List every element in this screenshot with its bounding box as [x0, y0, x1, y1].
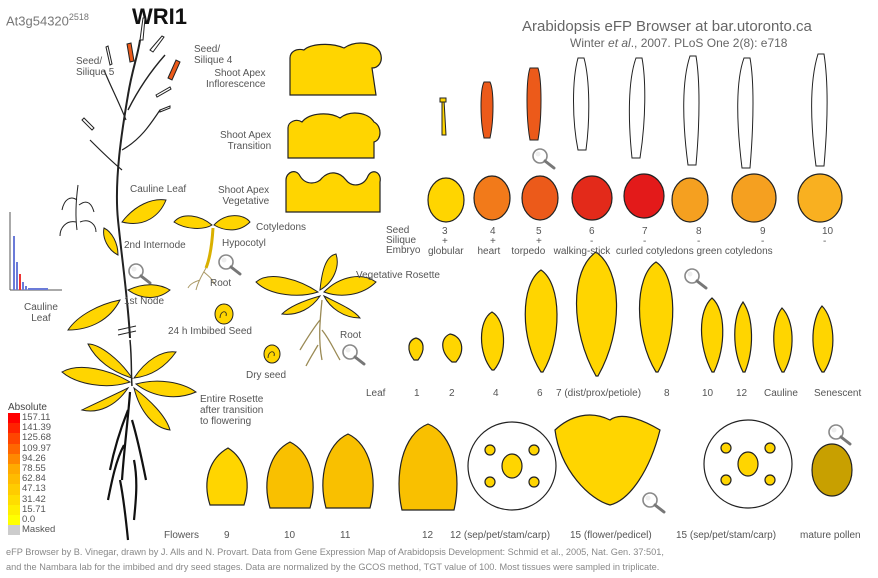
leaf-row-label: Leaf — [366, 388, 385, 399]
flower-label-11: 11 — [340, 530, 350, 541]
silique-5[interactable] — [127, 43, 134, 62]
leaf-label-6: 6 — [537, 388, 543, 399]
leaf-label-senescent: Senescent — [814, 388, 861, 399]
label-vegetative-rosette: Vegetative Rosette — [356, 270, 440, 281]
magnify-leaves-icon[interactable] — [685, 269, 706, 288]
label-second-internode: 2nd Internode — [124, 240, 186, 251]
leaf-label-8: 8 — [664, 388, 670, 399]
imbibed-seed[interactable] — [215, 304, 233, 324]
expression-histogram — [10, 212, 62, 290]
label-shoot-apex-vegetative: Shoot Apex Vegetative — [218, 185, 269, 207]
label-seed-silique-4: Seed/ Silique 4 — [194, 44, 232, 66]
leaf-label-1: 1 — [414, 388, 420, 399]
flower-label-10: 10 — [284, 530, 295, 541]
flower-label-9: 9 — [224, 530, 230, 541]
label-seed-silique-5: Seed/ Silique 5 — [76, 56, 114, 78]
legend-entry: 15.71 — [8, 505, 78, 515]
footer-line-2: and the Nambara lab for the imbibed and … — [6, 560, 664, 575]
legend-swatch — [8, 484, 20, 494]
label-cotyledons: Cotyledons — [256, 222, 306, 233]
legend-entry: Masked — [8, 525, 78, 535]
legend-swatch — [8, 464, 20, 474]
magnify-flower-icon[interactable] — [643, 493, 664, 512]
legend-label: 47.13 — [22, 484, 46, 494]
label-dry-seed: Dry seed — [246, 370, 286, 381]
label-entire-rosette: Entire Rosette after transition to flowe… — [200, 394, 263, 427]
cauline-leaf-white[interactable] — [60, 185, 96, 236]
legend-swatch — [8, 454, 20, 464]
flower-label-15-parts: 15 (sep/pet/stam/carp) — [676, 530, 776, 541]
cauline-leaf-shape[interactable] — [122, 200, 166, 224]
label-hypocotyl: Hypocotyl — [222, 238, 266, 249]
leaf-label-cauline: Cauline — [764, 388, 798, 399]
silique-4[interactable] — [168, 60, 180, 80]
legend-swatch — [8, 474, 20, 484]
leaf-row[interactable] — [409, 252, 833, 376]
label-shoot-apex-inflorescence: Shoot Apex Inflorescence — [206, 68, 265, 90]
label-root-rosette: Root — [340, 330, 361, 341]
leaf-label-7: 7 (dist/prox/petiole) — [556, 388, 641, 399]
label-shoot-apex-transition: Shoot Apex Transition — [220, 130, 271, 152]
flower-label-pollen: mature pollen — [800, 530, 861, 541]
legend-swatch — [8, 515, 20, 525]
legend-swatch — [8, 423, 20, 433]
embryo-stages: globular heart torpedo walking-stick cur… — [428, 246, 773, 257]
flower-label-15-flower: 15 (flower/pedicel) — [570, 530, 652, 541]
label-cauline-leaf: Cauline Leaf — [130, 184, 186, 195]
seed-row[interactable] — [428, 174, 842, 222]
label-cauline-small: Cauline Leaf — [24, 302, 58, 324]
seed-table-row-labels: Seed Silique Embryo — [386, 226, 420, 256]
shoot-apex-transition[interactable] — [288, 113, 380, 158]
magnify-pollen-icon[interactable] — [829, 425, 850, 444]
color-legend: Absolute 157.11141.39125.68109.9794.2678… — [8, 402, 78, 535]
silique-row[interactable] — [440, 54, 827, 168]
legend-swatch — [8, 433, 20, 443]
flower-row-label: Flowers — [164, 530, 199, 541]
legend-swatch — [8, 495, 20, 505]
leaf-label-2: 2 — [449, 388, 455, 399]
magnify-root-icon[interactable] — [343, 345, 364, 364]
legend-swatch — [8, 444, 20, 454]
legend-swatch — [8, 525, 20, 535]
label-root-seedling: Root — [210, 278, 231, 289]
row-label-embryo: Embryo — [386, 246, 420, 256]
legend-swatch — [8, 413, 20, 423]
footer-text: eFP Browser by B. Vinegar, drawn by J. A… — [6, 545, 664, 575]
footer-line-1: eFP Browser by B. Vinegar, drawn by J. A… — [6, 545, 664, 560]
legend-label: Masked — [22, 525, 55, 535]
leaf-label-12: 12 — [736, 388, 747, 399]
shoot-apex-inflorescence[interactable] — [290, 43, 381, 95]
dry-seed[interactable] — [264, 345, 280, 363]
legend-label: 125.68 — [22, 433, 51, 443]
label-first-node: 1st Node — [124, 296, 164, 307]
magnify-rosette-icon[interactable] — [129, 264, 150, 283]
legend-entry: 47.13 — [8, 484, 78, 494]
flower-row[interactable] — [207, 415, 852, 510]
flower-label-12-parts: 12 (sep/pet/stam/carp) — [450, 530, 550, 541]
magnify-seedling-icon[interactable] — [219, 255, 240, 274]
flower-label-12: 12 — [422, 530, 433, 541]
silique-mark-10: - — [823, 236, 826, 247]
entire-rosette[interactable] — [62, 340, 196, 540]
magnify-seeds-icon[interactable] — [533, 149, 554, 168]
legend-swatch — [8, 505, 20, 515]
shoot-apex-vegetative[interactable] — [286, 172, 380, 212]
leaf-label-4: 4 — [493, 388, 499, 399]
leaf-label-10: 10 — [702, 388, 713, 399]
label-imbibed-seed: 24 h Imbibed Seed — [168, 326, 252, 337]
